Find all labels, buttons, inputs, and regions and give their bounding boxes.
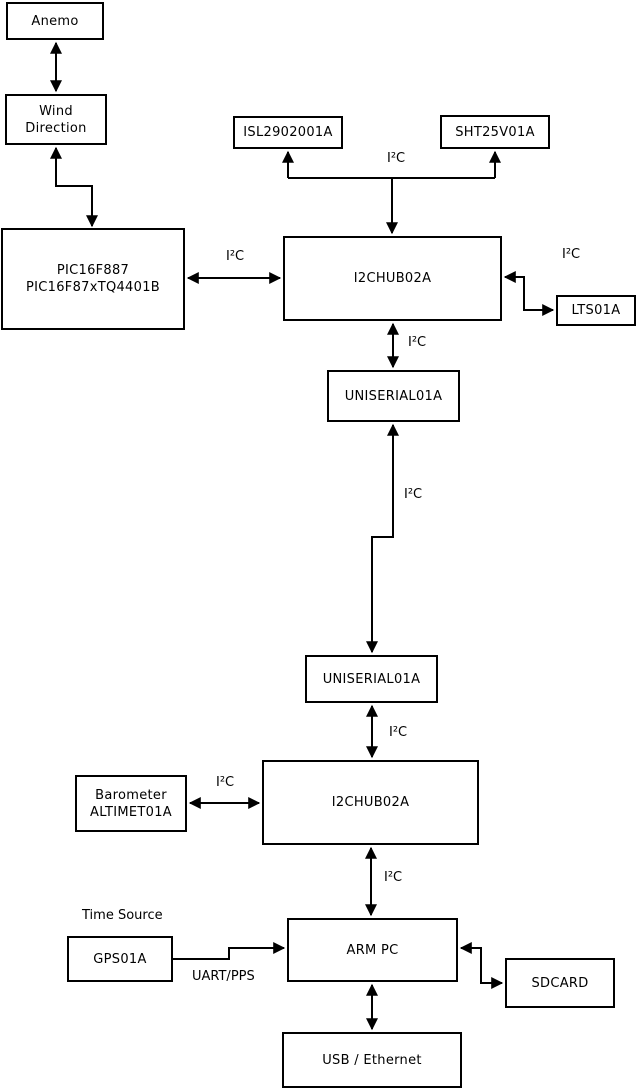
node-wind-direction-label: Wind Direction bbox=[25, 103, 87, 136]
edge-label-i2c-pic-hub1: I²C bbox=[226, 249, 245, 264]
node-pic16f887-label: PIC16F887 PIC16F87xTQ4401B bbox=[26, 263, 160, 295]
node-anemo: Anemo bbox=[6, 2, 104, 40]
node-anemo-label: Anemo bbox=[31, 13, 79, 29]
node-sht25v01a-label: SHT25V01A bbox=[455, 124, 535, 140]
node-uniserial01a-upper-label: UNISERIAL01A bbox=[344, 388, 443, 404]
edge-label-time-source: Time Source bbox=[82, 908, 163, 923]
edge-label-i2c-uniserial2-hub2: I²C bbox=[389, 725, 408, 740]
edge-gps-armpc bbox=[173, 942, 286, 960]
edge-label-i2c-hub1-uniserial1: I²C bbox=[408, 335, 427, 350]
node-arm-pc: ARM PC bbox=[287, 918, 458, 982]
node-lts01a-label: LTS01A bbox=[571, 303, 621, 318]
node-uniserial01a-upper: UNISERIAL01A bbox=[327, 370, 460, 422]
node-usb-ethernet-label: USB / Ethernet bbox=[322, 1052, 422, 1068]
node-sht25v01a: SHT25V01A bbox=[440, 115, 550, 149]
node-lts01a: LTS01A bbox=[556, 295, 636, 326]
edge-label-i2c-uniserial-link: I²C bbox=[404, 487, 423, 502]
node-usb-ethernet: USB / Ethernet bbox=[282, 1032, 462, 1088]
node-sdcard-label: SDCARD bbox=[531, 975, 589, 991]
node-uniserial01a-lower-label: UNISERIAL01A bbox=[322, 671, 421, 687]
edge-armpc-sdcard bbox=[459, 942, 504, 989]
edge-label-i2c-sensors-top: I²C bbox=[387, 151, 406, 166]
node-barometer-altimet01a-label: Barometer ALTIMET01A bbox=[90, 787, 172, 820]
edge-wind-pic bbox=[50, 146, 98, 228]
edge-label-i2c-hub1-lts: I²C bbox=[562, 247, 581, 262]
edge-hub1-lts bbox=[503, 271, 555, 316]
node-barometer-altimet01a: Barometer ALTIMET01A bbox=[75, 775, 187, 832]
node-i2chub02a-lower: I2CHUB02A bbox=[262, 760, 479, 845]
node-arm-pc-label: ARM PC bbox=[346, 942, 399, 958]
node-isl2902001a: ISL2902001A bbox=[233, 116, 343, 149]
node-i2chub02a-lower-label: I2CHUB02A bbox=[331, 795, 410, 810]
node-gps01a-label: GPS01A bbox=[93, 951, 147, 967]
node-i2chub02a-upper: I2CHUB02A bbox=[283, 236, 502, 321]
node-sdcard: SDCARD bbox=[505, 958, 615, 1008]
node-gps01a: GPS01A bbox=[67, 936, 173, 982]
node-pic16f887: PIC16F887 PIC16F87xTQ4401B bbox=[1, 228, 185, 330]
edge-uniserial1-uniserial2 bbox=[366, 423, 399, 654]
edge-label-i2c-barometer-hub2: I²C bbox=[216, 775, 235, 790]
node-isl2902001a-label: ISL2902001A bbox=[243, 125, 333, 140]
node-wind-direction: Wind Direction bbox=[5, 94, 107, 145]
edge-label-uart-pps: UART/PPS bbox=[192, 969, 255, 984]
node-uniserial01a-lower: UNISERIAL01A bbox=[305, 655, 438, 703]
edge-label-i2c-hub2-armpc: I²C bbox=[384, 870, 403, 885]
node-i2chub02a-upper-label: I2CHUB02A bbox=[353, 271, 432, 286]
